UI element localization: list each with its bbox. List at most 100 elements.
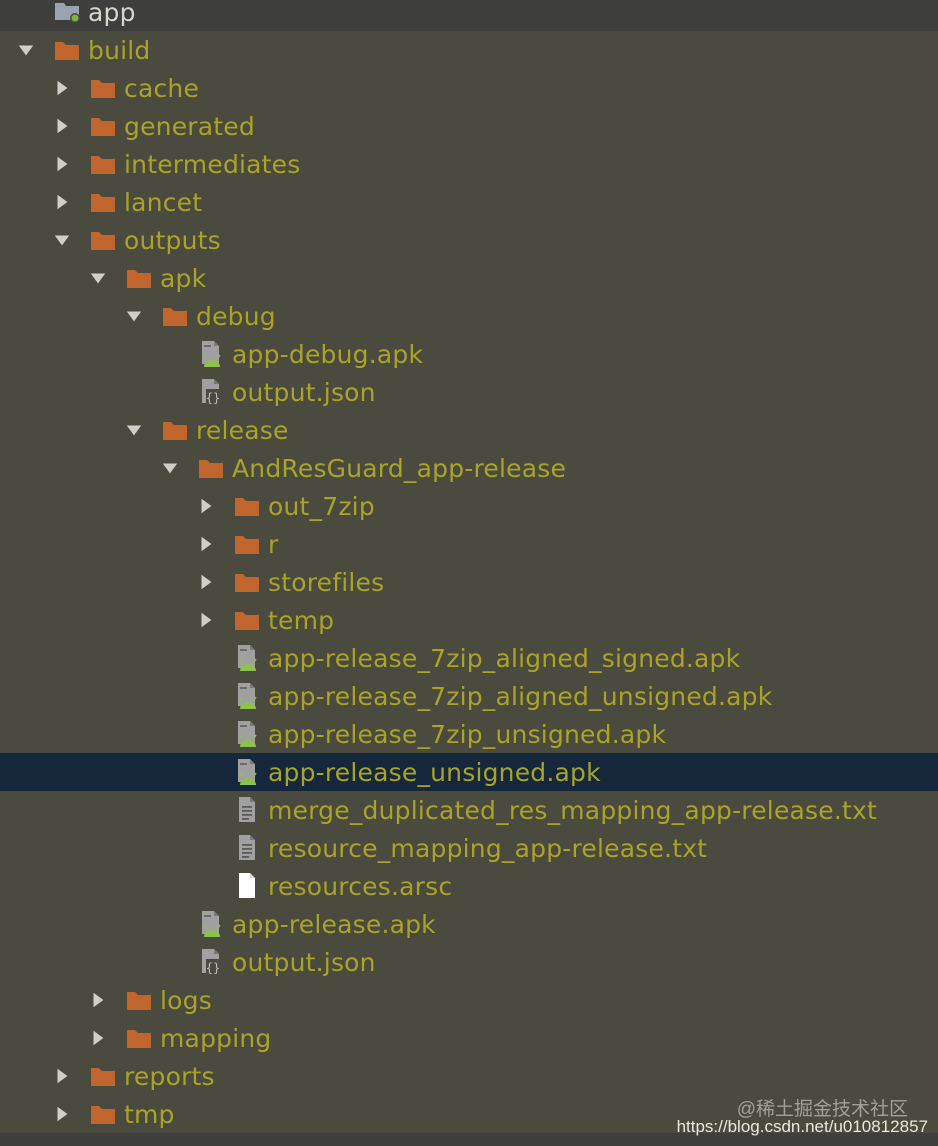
tree-row[interactable]: temp: [0, 601, 938, 639]
tree-item-label: output.json: [232, 377, 376, 407]
json-file-icon: {}: [196, 377, 226, 407]
folder-icon: [232, 605, 262, 635]
module-icon: [52, 0, 82, 27]
tree-item-label: r: [268, 529, 279, 559]
tree-item-label: app-release_7zip_aligned_unsigned.apk: [268, 681, 773, 711]
tree-item-label: app-release_7zip_aligned_signed.apk: [268, 643, 741, 673]
expand-arrow-down-icon[interactable]: [160, 458, 180, 478]
tree-item-label: merge_duplicated_res_mapping_app-release…: [268, 795, 878, 825]
folder-icon: [124, 985, 154, 1015]
tree-row[interactable]: lancet: [0, 183, 938, 221]
tree-row[interactable]: apk: [0, 259, 938, 297]
tree-item-label: logs: [160, 985, 212, 1015]
apk-file-icon: [232, 757, 262, 787]
tree-row[interactable]: app-release_7zip_aligned_signed.apk: [0, 639, 938, 677]
tree-item-label: outputs: [124, 225, 221, 255]
apk-file-icon: [232, 719, 262, 749]
svg-text:{}: {}: [206, 961, 220, 975]
tree-row[interactable]: merge_duplicated_res_mapping_app-release…: [0, 791, 938, 829]
expand-arrow-right-icon[interactable]: [52, 154, 72, 174]
apk-file-icon: [232, 681, 262, 711]
folder-icon: [88, 1099, 118, 1129]
watermark-url: https://blog.csdn.net/u010812857: [676, 1117, 928, 1136]
tree-item-label: lancet: [124, 187, 203, 217]
folder-icon: [88, 225, 118, 255]
folder-icon: [196, 453, 226, 483]
apk-file-icon: [196, 339, 226, 369]
expand-arrow-right-icon[interactable]: [88, 990, 108, 1010]
tree-row[interactable]: debug: [0, 297, 938, 335]
tree-row[interactable]: r: [0, 525, 938, 563]
expand-arrow-right-icon[interactable]: [196, 572, 216, 592]
expand-arrow-right-icon[interactable]: [52, 116, 72, 136]
expand-arrow-right-icon[interactable]: [52, 192, 72, 212]
tree-row[interactable]: generated: [0, 107, 938, 145]
tree-row[interactable]: resources.arsc: [0, 867, 938, 905]
next-row-strip: [0, 1133, 938, 1146]
tree-row[interactable]: resource_mapping_app-release.txt: [0, 829, 938, 867]
tree-item-label: app-release.apk: [232, 909, 436, 939]
tree-item-label: app-debug.apk: [232, 339, 424, 369]
folder-icon: [232, 567, 262, 597]
tree-item-label: intermediates: [124, 149, 301, 179]
expand-arrow-down-icon[interactable]: [52, 230, 72, 250]
text-file-icon: [232, 795, 262, 825]
tree-item-label: resources.arsc: [268, 871, 453, 901]
tree-row[interactable]: storefiles: [0, 563, 938, 601]
tree-row[interactable]: app-debug.apk: [0, 335, 938, 373]
tree-row[interactable]: app-release_7zip_unsigned.apk: [0, 715, 938, 753]
json-file-icon: {}: [196, 947, 226, 977]
watermark-site: @稀土掘金技术社区: [736, 1099, 908, 1120]
expand-arrow-down-icon[interactable]: [124, 306, 144, 326]
tree-row[interactable]: app-release.apk: [0, 905, 938, 943]
expand-arrow-right-icon[interactable]: [88, 1028, 108, 1048]
tree-item-label: cache: [124, 73, 200, 103]
expand-arrow-right-icon[interactable]: [196, 610, 216, 630]
tree-row[interactable]: logs: [0, 981, 938, 1019]
tree-row[interactable]: outputs: [0, 221, 938, 259]
folder-icon: [88, 111, 118, 141]
svg-text:{}: {}: [206, 391, 220, 405]
expand-arrow-down-icon[interactable]: [16, 40, 36, 60]
tree-row[interactable]: AndResGuard_app-release: [0, 449, 938, 487]
expand-arrow-right-icon[interactable]: [52, 78, 72, 98]
tree-row[interactable]: build: [0, 31, 938, 69]
tree-row[interactable]: {} output.json: [0, 373, 938, 411]
folder-icon: [88, 187, 118, 217]
expand-arrow-down-icon[interactable]: [124, 420, 144, 440]
tree-row[interactable]: app-release_unsigned.apk: [0, 753, 938, 791]
tree-row[interactable]: release: [0, 411, 938, 449]
expand-arrow-right-icon[interactable]: [196, 534, 216, 554]
folder-icon: [160, 301, 190, 331]
tree-row[interactable]: tmp: [0, 1095, 938, 1133]
folder-icon: [88, 149, 118, 179]
expand-arrow-down-icon[interactable]: [88, 268, 108, 288]
tree-row[interactable]: app: [0, 0, 938, 31]
apk-file-icon: [196, 909, 226, 939]
tree-item-label: tmp: [124, 1099, 175, 1129]
tree-item-label: mapping: [160, 1023, 272, 1053]
tree-item-label: debug: [196, 301, 276, 331]
tree-item-label: build: [88, 35, 151, 65]
folder-icon: [232, 529, 262, 559]
expand-arrow-right-icon[interactable]: [52, 1066, 72, 1086]
tree-row[interactable]: intermediates: [0, 145, 938, 183]
folder-icon: [160, 415, 190, 445]
expand-arrow-right-icon[interactable]: [196, 496, 216, 516]
tree-item-label: output.json: [232, 947, 376, 977]
tree-item-label: AndResGuard_app-release: [232, 453, 567, 483]
tree-row[interactable]: cache: [0, 69, 938, 107]
folder-icon: [124, 263, 154, 293]
tree-item-label: apk: [160, 263, 207, 293]
expand-arrow-right-icon[interactable]: [52, 1104, 72, 1124]
folder-icon: [88, 73, 118, 103]
tree-row[interactable]: mapping: [0, 1019, 938, 1057]
tree-row[interactable]: app-release_7zip_aligned_unsigned.apk: [0, 677, 938, 715]
tree-row[interactable]: out_7zip: [0, 487, 938, 525]
tree-row[interactable]: {} output.json: [0, 943, 938, 981]
tree-item-label: temp: [268, 605, 335, 635]
folder-icon: [52, 35, 82, 65]
folder-icon: [232, 491, 262, 521]
tree-row[interactable]: reports: [0, 1057, 938, 1095]
